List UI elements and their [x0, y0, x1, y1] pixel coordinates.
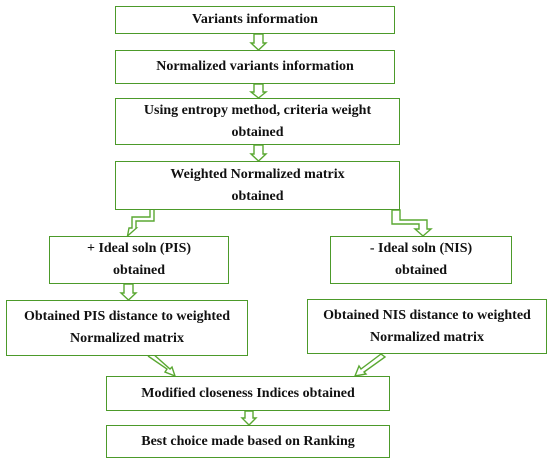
step-text: + Ideal soln (PIS) obtained — [86, 241, 192, 278]
arrow-normalized-to-entropy — [249, 83, 268, 99]
step-text: Best choice made based on Ranking — [141, 433, 355, 449]
arrow-nisdist-to-closeness — [353, 353, 387, 377]
arrow-pis-to-distance — [119, 283, 138, 301]
step-text: Variants information — [192, 12, 318, 28]
step-text: Normalized variants information — [156, 59, 354, 75]
step-entropy-weight: Using entropy method, criteria weight ob… — [115, 98, 400, 145]
step-variants-information: Variants information — [115, 6, 395, 34]
step-text: - Ideal soln (NIS) obtained — [369, 241, 473, 278]
step-pis-distance: Obtained PIS distance to weighted Normal… — [6, 300, 248, 356]
arrow-closeness-to-ranking — [240, 410, 258, 426]
step-text: Obtained NIS distance to weighted Normal… — [323, 307, 531, 345]
step-text: Using entropy method, criteria weight ob… — [143, 102, 372, 140]
arrow-pisdist-to-closeness — [147, 352, 177, 378]
step-nis-distance: Obtained NIS distance to weighted Normal… — [307, 299, 547, 354]
arrow-weighted-to-nis — [391, 209, 433, 237]
step-text: Modified closeness Indices obtained — [141, 385, 355, 401]
step-weighted-matrix: Weighted Normalized matrix obtained — [115, 161, 400, 210]
step-text: Weighted Normalized matrix obtained — [170, 166, 345, 204]
step-normalized-variants: Normalized variants information — [115, 50, 395, 84]
step-closeness-indices: Modified closeness Indices obtained — [106, 376, 390, 411]
arrow-variants-to-normalized — [249, 33, 268, 51]
step-text: Obtained PIS distance to weighted Normal… — [23, 309, 231, 346]
step-positive-ideal-solution: + Ideal soln (PIS) obtained — [49, 236, 229, 284]
arrow-weighted-to-pis — [126, 210, 155, 238]
step-negative-ideal-solution: - Ideal soln (NIS) obtained — [330, 236, 512, 284]
arrow-entropy-to-weighted — [249, 144, 268, 162]
step-best-choice-ranking: Best choice made based on Ranking — [106, 425, 390, 458]
